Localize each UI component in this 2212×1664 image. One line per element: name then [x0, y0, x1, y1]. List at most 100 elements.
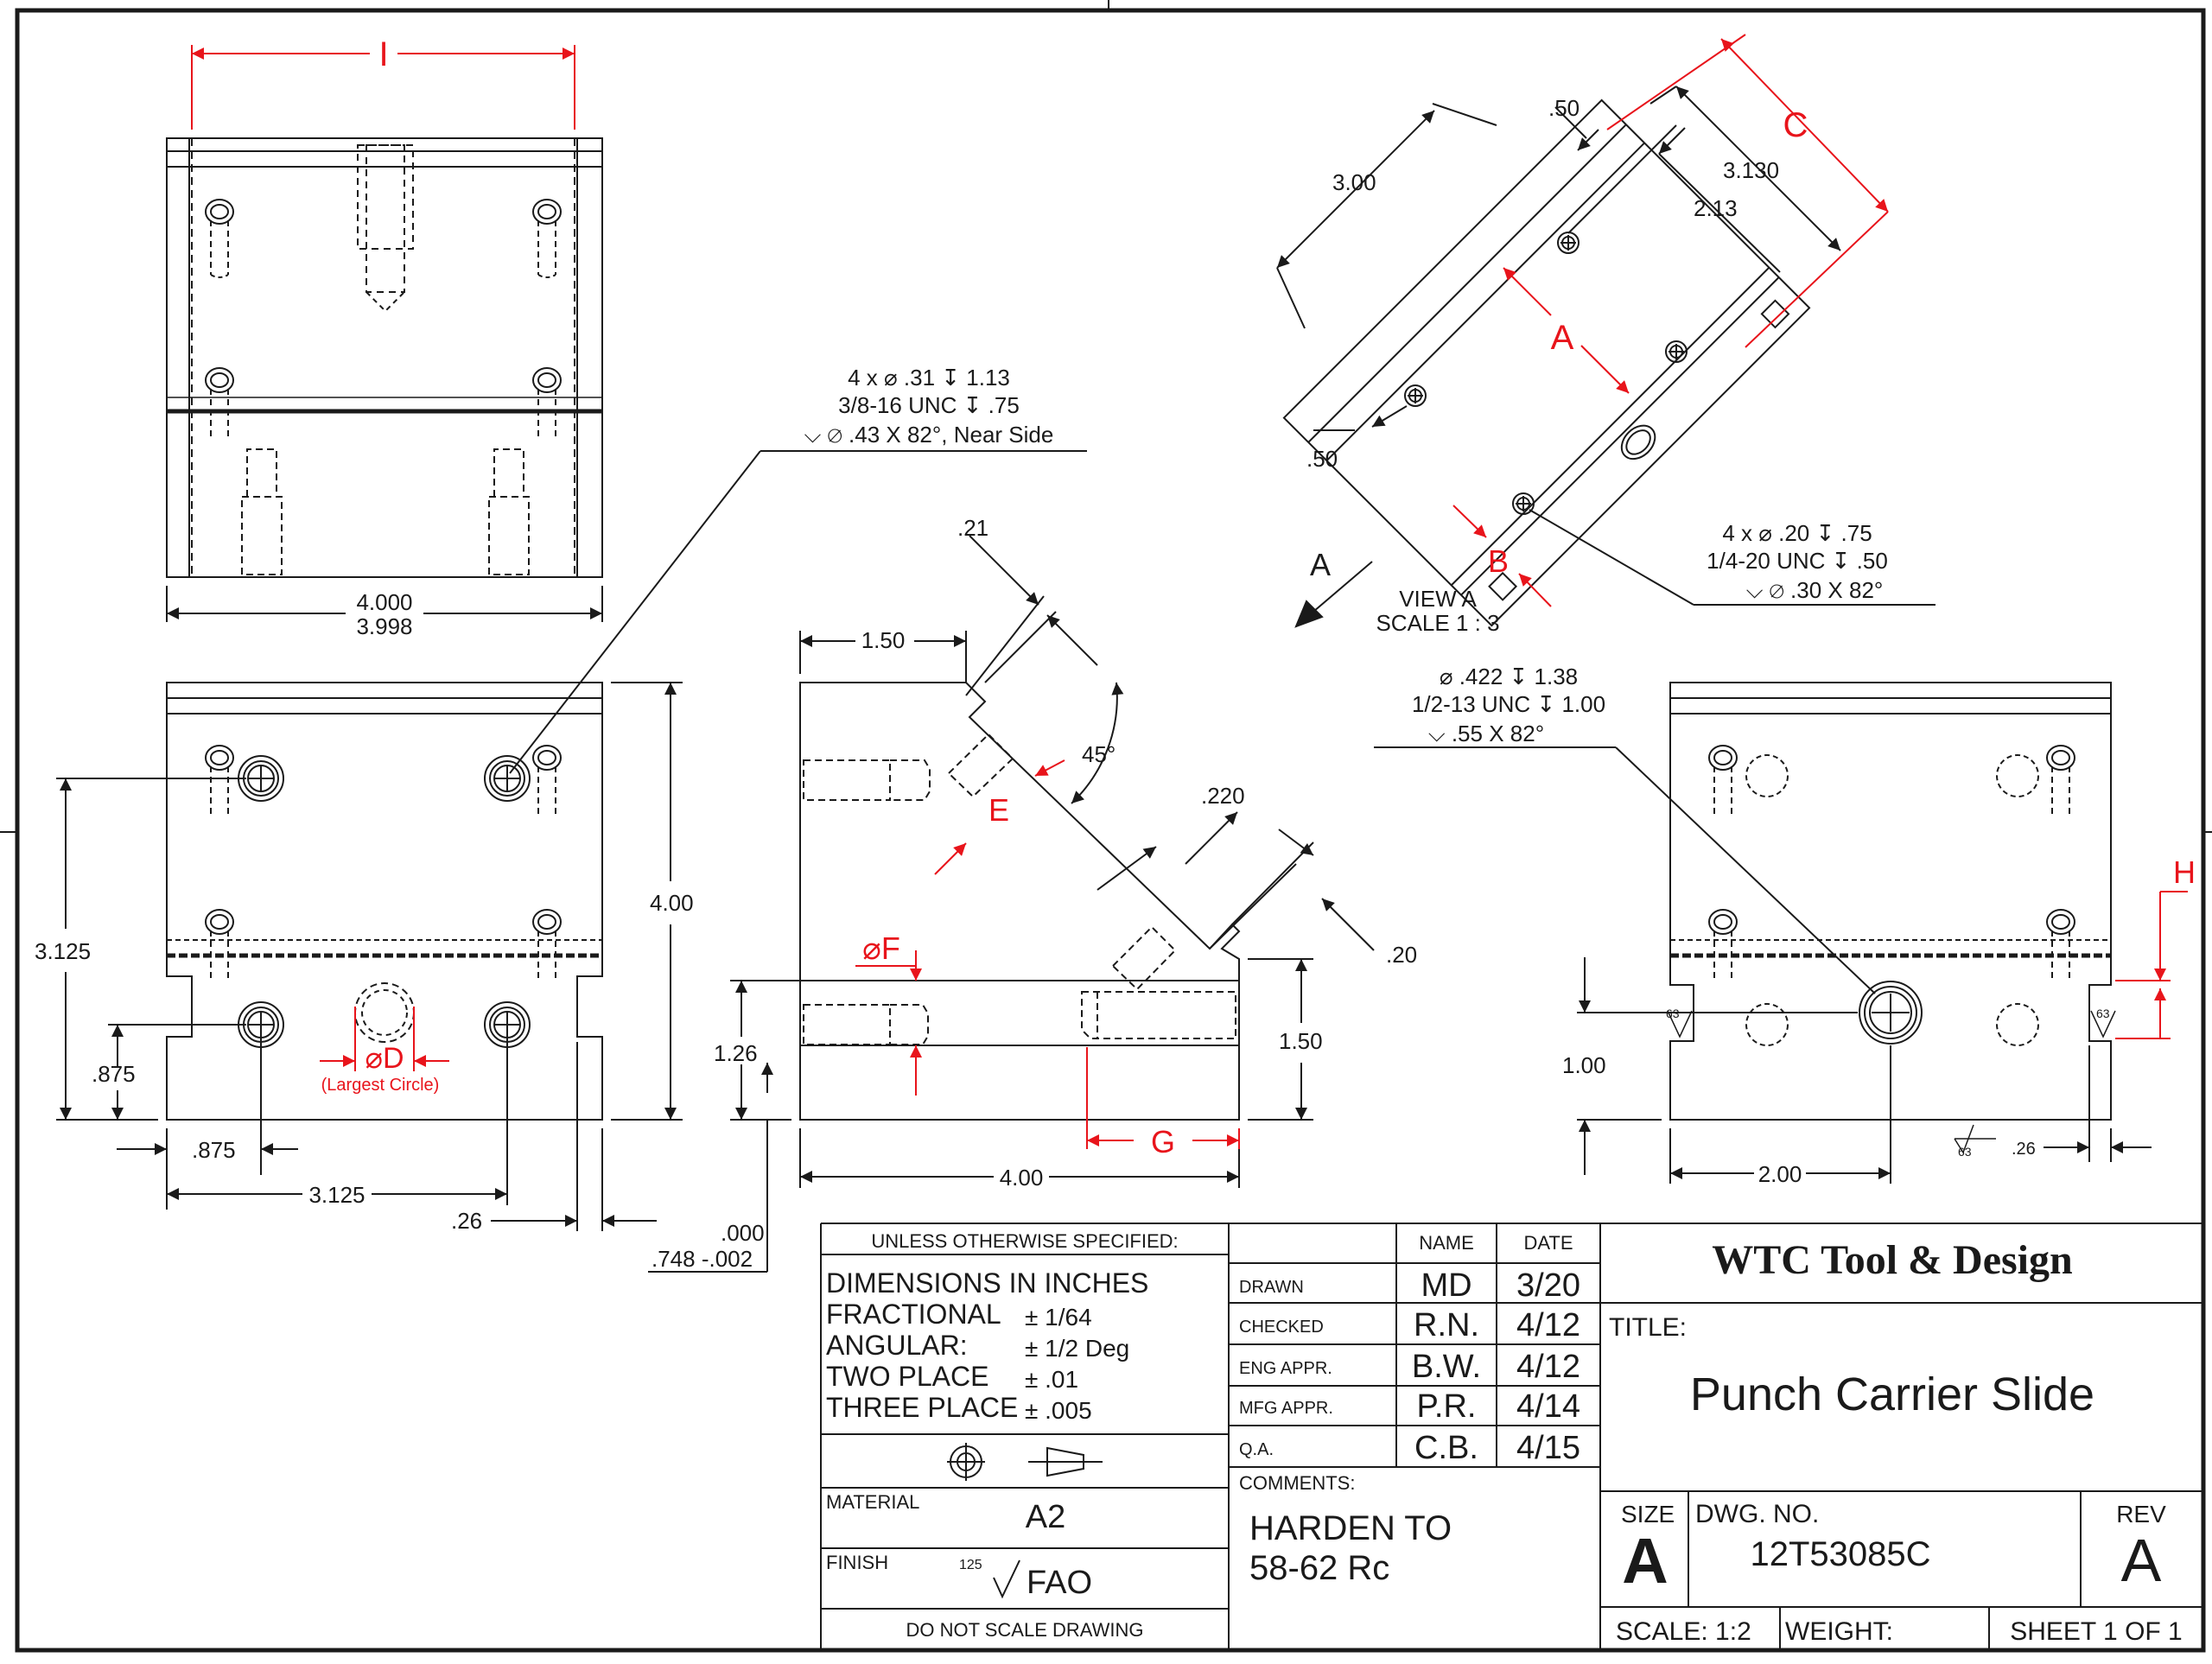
- tb-name-2: B.W.: [1412, 1349, 1481, 1385]
- tb-comment-0: HARDEN TO: [1249, 1509, 1452, 1547]
- dim-front-height: 4.00: [650, 890, 694, 916]
- right-view: [1667, 682, 2116, 1121]
- dim-side-150-right: 1.50: [1279, 1028, 1323, 1054]
- dim-side-150-top: 1.50: [861, 627, 906, 653]
- dim-right-200: 2.00: [1758, 1161, 1802, 1187]
- tb-unless: UNLESS OTHERWISE SPECIFIED:: [871, 1230, 1178, 1252]
- tb-weight: WEIGHT:: [1785, 1617, 1893, 1646]
- dim-va-050-top: .50: [1548, 95, 1580, 121]
- callout-view-a-hole: 4 x ⌀ .20 ↧ .75 1/4-20 UNC ↧ .50 ⌵ ⌀ .30…: [1707, 520, 1888, 603]
- tb-dwg-label: DWG. NO.: [1695, 1500, 1819, 1528]
- dim-side-E: E: [988, 792, 1009, 828]
- top-view: [166, 137, 603, 578]
- tb-date-3: 4/14: [1516, 1388, 1580, 1425]
- callout-right-hole: ⌀ .422 ↧ 1.38 1/2-13 UNC ↧ 1.00 ⌵ .55 X …: [1412, 664, 1605, 746]
- side-view-dims: [730, 535, 1375, 1188]
- svg-text:4 x ⌀ .31 ↧ 1.13: 4 x ⌀ .31 ↧ 1.13: [848, 365, 1010, 391]
- dim-side-220: .220: [1201, 783, 1245, 809]
- tb-name-3: P.R.: [1416, 1388, 1476, 1425]
- tb-scale: SCALE: 1:2: [1616, 1617, 1751, 1646]
- tb-size: A: [1622, 1525, 1668, 1597]
- tb-material: A2: [1026, 1499, 1065, 1535]
- tb-size-label: SIZE: [1621, 1501, 1675, 1527]
- dim-front-D: ⌀D: [365, 1042, 404, 1075]
- dim-side-45: 45°: [1082, 741, 1116, 767]
- tb-tol-line-0: DIMENSIONS IN INCHES: [826, 1267, 1148, 1299]
- tb-no-scale: DO NOT SCALE DRAWING: [906, 1619, 1143, 1641]
- tb-tol-line-2: ANGULAR:: [826, 1330, 968, 1361]
- tb-tol-value-3: ± .005: [1025, 1397, 1092, 1424]
- front-view-dims: [56, 450, 1087, 1273]
- dim-front-748-top: .000: [721, 1220, 765, 1246]
- tb-tol-value-1: ± 1/2 Deg: [1025, 1335, 1129, 1362]
- side-view: [799, 674, 1241, 1121]
- front-dD: [320, 1007, 449, 1071]
- view-a-label: VIEW A: [1399, 586, 1477, 612]
- tb-name-hdr: NAME: [1419, 1232, 1474, 1254]
- tb-finish: FAO: [1027, 1565, 1092, 1601]
- view-a-red-dims: [1452, 34, 1889, 607]
- dim-va-050-left: .50: [1306, 446, 1338, 472]
- tb-tol-value-2: ± .01: [1025, 1366, 1078, 1393]
- title-block-text: UNLESS OTHERWISE SPECIFIED: DIMENSIONS I…: [826, 1230, 2183, 1646]
- dim-side-020: .20: [1386, 942, 1417, 968]
- dim-va-3130: 3.130: [1723, 157, 1779, 183]
- dim-I: I: [378, 35, 388, 73]
- svg-text:⌀ .422 ↧ 1.38: ⌀ .422 ↧ 1.38: [1440, 664, 1578, 689]
- dim-va-B: B: [1488, 543, 1509, 579]
- tb-rev: A: [2121, 1527, 2162, 1594]
- tb-name-1: R.N.: [1414, 1307, 1479, 1343]
- dim-front-875-v: .875: [92, 1061, 136, 1087]
- dim-side-G: G: [1151, 1124, 1175, 1159]
- tb-role-3: MFG APPR.: [1239, 1399, 1333, 1418]
- tb-role-1: CHECKED: [1239, 1318, 1324, 1337]
- finish-63-right: 63: [2096, 1007, 2110, 1020]
- dim-va-A: A: [1551, 319, 1574, 357]
- dim-front-3125-h: 3.125: [308, 1182, 365, 1208]
- dim-va-300: 3.00: [1332, 169, 1376, 195]
- top-holes: [205, 199, 562, 436]
- right-view-red-dims: [2115, 891, 2188, 1039]
- tb-name-4: C.B.: [1414, 1430, 1478, 1466]
- tb-title: Punch Carrier Slide: [1690, 1369, 2094, 1420]
- right-holes: [1708, 745, 2075, 1046]
- tb-date-4: 4/15: [1516, 1430, 1580, 1466]
- svg-text:4 x ⌀ .20 ↧ .75: 4 x ⌀ .20 ↧ .75: [1722, 520, 1872, 546]
- finish-63-bottom: 63: [1958, 1145, 1972, 1159]
- callout-top-hole: 4 x ⌀ .31 ↧ 1.13 3/8-16 UNC ↧ .75 ⌵ ⌀ .4…: [804, 365, 1054, 448]
- svg-text:1/4-20 UNC ↧ .50: 1/4-20 UNC ↧ .50: [1707, 548, 1888, 574]
- dim-va-C: C: [1783, 106, 1808, 144]
- tb-comment-1: 58-62 Rc: [1249, 1549, 1389, 1587]
- dim-side-400: 4.00: [1000, 1165, 1044, 1191]
- tb-material-label: MATERIAL: [826, 1491, 919, 1513]
- tb-date-0: 3/20: [1516, 1267, 1580, 1304]
- svg-text:1/2-13 UNC ↧ 1.00: 1/2-13 UNC ↧ 1.00: [1412, 691, 1605, 717]
- dim-right-100: 1.00: [1562, 1052, 1606, 1078]
- dim-front-26: .26: [451, 1208, 482, 1234]
- tb-role-4: Q.A.: [1239, 1440, 1274, 1459]
- front-holes: [205, 745, 562, 1048]
- right-view-dims: [1374, 746, 2152, 1184]
- title-block: [820, 1223, 2203, 1650]
- tb-date-1: 4/12: [1516, 1307, 1580, 1343]
- dim-right-H: H: [2173, 854, 2196, 890]
- dim-right-026: .26: [2012, 1140, 2036, 1159]
- tb-name-0: MD: [1421, 1267, 1471, 1304]
- dim-front-D-note: (Largest Circle): [321, 1076, 440, 1095]
- tb-tol-value-0: ± 1/64: [1025, 1304, 1092, 1331]
- tb-dwg: 12T53085C: [1750, 1535, 1930, 1573]
- tb-date-2: 4/12: [1516, 1349, 1580, 1385]
- dim-side-021: .21: [957, 515, 988, 541]
- tb-rev-label: REV: [2116, 1501, 2166, 1527]
- tb-tol-line-1: FRACTIONAL: [826, 1299, 1001, 1330]
- svg-text:3/8-16 UNC ↧ .75: 3/8-16 UNC ↧ .75: [838, 392, 1020, 418]
- dim-top-width-max: 4.000: [356, 589, 412, 615]
- tb-sheet: SHEET 1 OF 1: [2010, 1617, 2183, 1646]
- front-view: [166, 682, 603, 1121]
- dim-va-213: 2.13: [1694, 195, 1738, 221]
- top-view-dims: [166, 45, 603, 622]
- view-arrow-label: A: [1310, 547, 1331, 582]
- dim-front-748-bot: .748 -.002: [652, 1246, 753, 1272]
